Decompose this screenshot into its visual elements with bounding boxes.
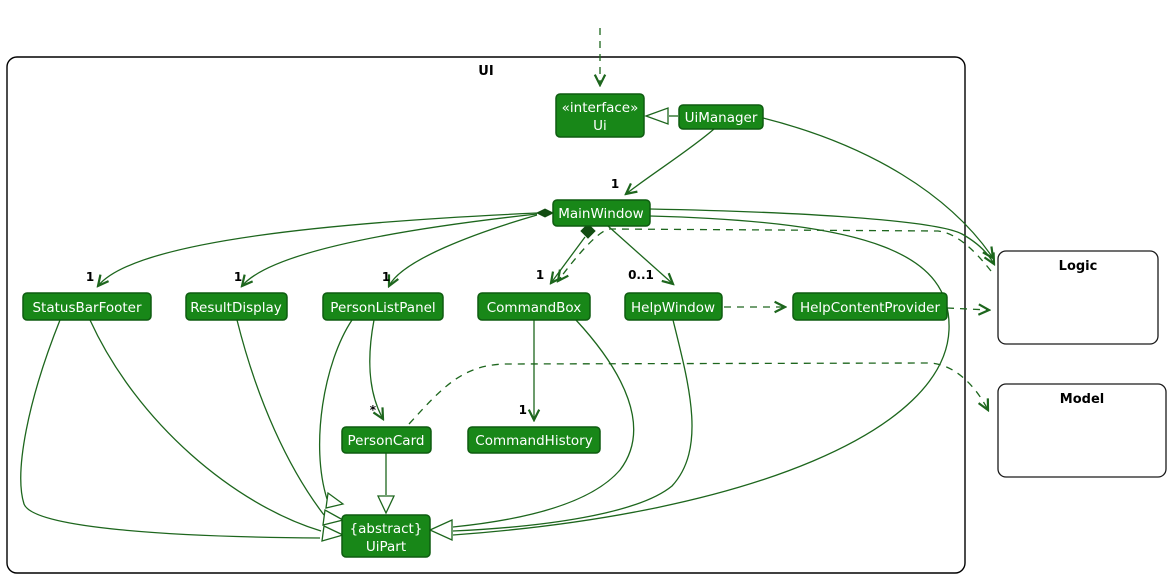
realization-triangle-ui [644,107,669,125]
edge-commandbox-uipart [452,319,635,528]
edge-helpwindow-uipart [452,319,693,532]
class-personlistpanel: PersonListPanel [322,292,444,321]
edges [20,28,994,542]
uipart-modifier: {abstract} [350,521,423,537]
edge-dashed-commandbox [558,228,992,281]
uimanager-box [678,104,764,130]
commandbox-box [477,292,591,321]
mult-mainwindow: 1 [611,177,619,191]
edge-mainwindow-commandbox [551,236,586,283]
class-mainwindow: MainWindow [552,199,651,227]
model-label: Model [1060,392,1104,407]
personcard-box [341,426,432,454]
edge-mainwindow-helpwindow [607,225,673,284]
personcard-name: PersonCard [348,433,425,449]
edge-mainwindow-uipart [452,215,950,536]
package-logic: Logic [997,250,1159,345]
inheritance-triangle-top [376,495,396,515]
inheritance-triangle-left-3 [321,525,345,542]
ui-name: Ui [593,118,607,134]
class-helpwindow: HelpWindow [624,292,723,321]
uipart-box [341,514,431,558]
inheritance-triangle-left-2 [322,508,345,526]
ui-stereotype: «interface» [562,100,639,116]
uimanager-name: UiManager [685,110,758,126]
class-commandbox: CommandBox [477,292,591,321]
class-uimanager: UiManager [678,104,764,130]
helpcontentprovider-box [792,292,948,321]
statusbarfooter-name: StatusBarFooter [32,300,142,316]
inheritance-triangle-left-1 [325,491,345,509]
mult-helpwindow: 0..1 [628,268,654,282]
helpwindow-box [624,292,723,321]
logic-label: Logic [1059,259,1098,274]
package-model: Model [997,383,1167,478]
mult-statusbarfooter: 1 [86,270,94,284]
helpcontentprovider-name: HelpContentProvider [800,300,940,316]
inheritance-triangle-right [428,518,453,542]
edge-personlistpanel-uipart [318,319,353,500]
mainwindow-box [552,199,651,227]
class-uipart: {abstract} UiPart [341,514,431,558]
uipart-name: UiPart [366,539,406,555]
class-commandhistory: CommandHistory [467,426,601,454]
mult-commandbox: 1 [536,268,544,282]
statusbarfooter-box [22,292,152,321]
edge-mainwindow-personlistpanel [389,214,538,286]
personlistpanel-name: PersonListPanel [330,300,435,316]
class-resultdisplay: ResultDisplay [185,292,288,321]
edge-uimanager-logic [762,117,993,258]
edge-personlistpanel-personcard [369,319,383,419]
resultdisplay-name: ResultDisplay [190,300,281,316]
mainwindow-name: MainWindow [558,206,643,222]
edge-left-loop-uipart [20,319,321,539]
edge-mainwindow-resultdisplay [242,213,538,286]
class-ui-interface: «interface» Ui [555,93,645,138]
composition-diamond-bottom [580,223,596,239]
mult-personlistpanel: 1 [382,270,390,284]
commandhistory-box [467,426,601,454]
mult-personcard: * [370,403,377,417]
edge-resultdisplay-uipart [236,319,325,516]
edge-mainwindow-statusbarfooter [98,212,538,286]
personlistpanel-box [322,292,444,321]
mult-commandhistory: 1 [519,403,527,417]
edge-statusbarfooter-uipart [89,319,322,532]
helpwindow-name: HelpWindow [631,300,715,316]
commandhistory-name: CommandHistory [475,433,592,449]
commandbox-name: CommandBox [487,300,581,316]
class-helpcontentprovider: HelpContentProvider [792,292,948,321]
edge-personcard-model [408,362,988,425]
ui-frame-label: UI [478,64,493,79]
resultdisplay-box [185,292,288,321]
ui-box [555,93,645,138]
edge-mainwindow-logic [649,208,994,264]
mult-resultdisplay: 1 [234,270,242,284]
class-nodes: «interface» Ui UiManager MainWindow Stat… [22,93,948,558]
model-box [997,383,1167,478]
class-personcard: PersonCard [341,426,432,454]
logic-box [997,250,1159,345]
class-statusbarfooter: StatusBarFooter [22,292,152,321]
edge-uimanager-mainwindow [626,128,715,194]
multiplicity-labels: 1 1 1 1 1 0..1 * 1 [86,177,654,417]
